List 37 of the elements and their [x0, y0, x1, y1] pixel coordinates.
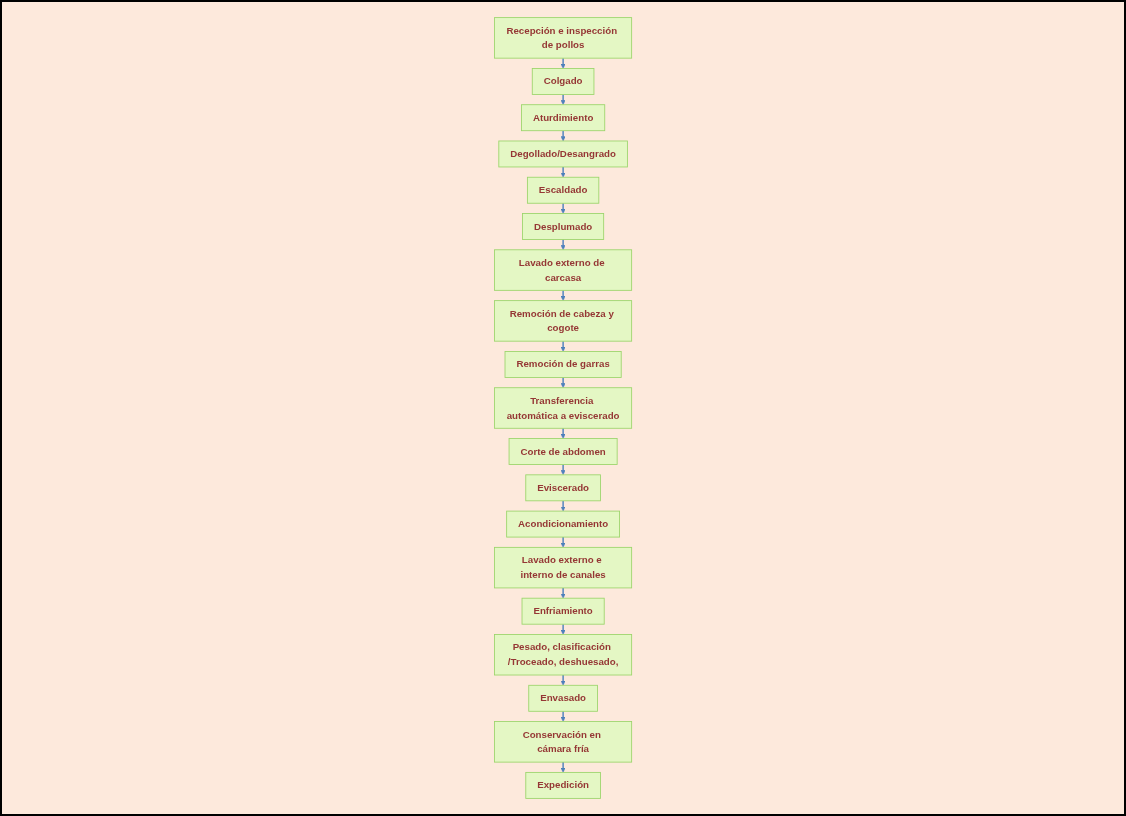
arrow — [560, 166, 566, 178]
arrow — [560, 427, 566, 439]
node-box: Escaldado — [526, 176, 600, 204]
node-box: Conservación en cámara fría — [494, 721, 632, 763]
arrow — [560, 674, 566, 686]
arrow — [560, 710, 566, 722]
node-box: Remoción de cabeza y cogote — [494, 300, 632, 342]
arrow — [560, 238, 566, 250]
arrow — [560, 376, 566, 388]
arrow — [560, 536, 566, 548]
node-box: Colgado — [531, 68, 595, 95]
arrow — [560, 623, 566, 635]
node-box: Corte de abdomen — [508, 438, 618, 465]
node-box: Enfriamiento — [521, 597, 605, 625]
node-box: Pesado, clasificación /Troceado, deshuesado, — [494, 634, 632, 676]
node-box: Lavado externo de carcasa — [494, 249, 632, 291]
arrow — [560, 587, 566, 599]
arrow — [560, 500, 566, 512]
node-box: Acondicionamiento — [506, 510, 620, 538]
node-box: Aturdimiento — [520, 104, 606, 132]
arrow — [560, 340, 566, 352]
node-box: Desplumado — [522, 213, 604, 240]
node-box: Lavado externo e interno de canales — [494, 546, 632, 589]
arrow — [560, 93, 566, 105]
arrow — [560, 202, 566, 214]
node-box: Degollado/Desangrado — [498, 140, 628, 168]
node-box: Remoción de garras — [504, 351, 622, 378]
arrow — [560, 57, 566, 69]
node-box: Transferencia automática a eviscerado — [494, 387, 632, 429]
arrow — [560, 761, 566, 773]
arrow — [560, 289, 566, 301]
node-box: Recepción e inspección de pollos — [494, 17, 632, 59]
node-box: Eviscerado — [525, 474, 601, 502]
node-box: Envasado — [528, 684, 598, 712]
arrow — [560, 130, 566, 142]
node-box: Expedición — [525, 771, 601, 799]
arrow — [560, 463, 566, 476]
